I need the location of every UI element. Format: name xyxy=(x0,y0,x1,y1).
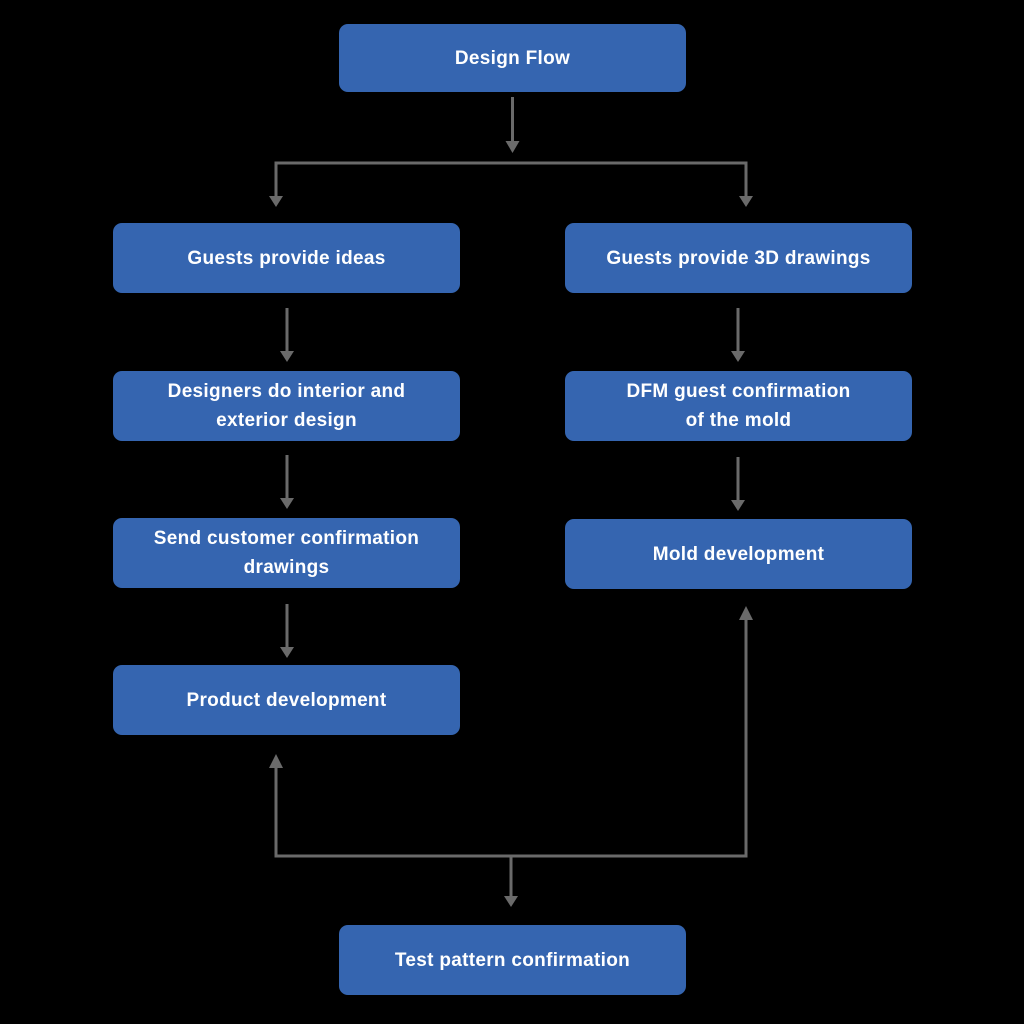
node-send-customer-confirmation-drawings: Send customer confirmation drawings xyxy=(113,518,460,588)
node-label: Mold development xyxy=(652,543,825,565)
node-guests-provide-ideas: Guests provide ideas xyxy=(113,223,460,293)
arrow-designers-to-send xyxy=(280,455,294,509)
arrow-send-to-product xyxy=(280,604,294,658)
node-label: of the mold xyxy=(685,410,792,431)
node-label: exterior design xyxy=(216,410,357,431)
node-label: drawings xyxy=(243,557,330,578)
node-design-flow: Design Flow xyxy=(339,24,686,92)
node-guests-provide-3d-drawings: Guests provide 3D drawings xyxy=(565,223,912,293)
node-label: DFM guest confirmation xyxy=(626,381,851,402)
node-label: Designers do interior and xyxy=(167,381,406,402)
node-label: Send customer confirmation xyxy=(153,528,420,549)
node-dfm-guest-confirmation: DFM guest confirmation of the mold xyxy=(565,371,912,441)
node-product-development: Product development xyxy=(113,665,460,735)
arrow-dfm-to-mold xyxy=(731,457,745,511)
node-label: Guests provide ideas xyxy=(187,247,386,269)
node-label: Test pattern confirmation xyxy=(394,949,631,971)
arrow-3d-to-dfm xyxy=(731,308,745,362)
node-label: Design Flow xyxy=(454,47,571,69)
connector-feedback-junction xyxy=(269,606,753,907)
arrow-designflow-down xyxy=(505,97,520,153)
node-test-pattern-confirmation: Test pattern confirmation xyxy=(339,925,686,995)
node-label: Product development xyxy=(186,689,387,711)
connector-branch-split xyxy=(269,161,753,207)
arrow-ideas-to-designers xyxy=(280,308,294,362)
node-label: Guests provide 3D drawings xyxy=(606,247,871,269)
node-mold-development: Mold development xyxy=(565,519,912,589)
node-designers-interior-exterior: Designers do interior and exterior desig… xyxy=(113,371,460,441)
